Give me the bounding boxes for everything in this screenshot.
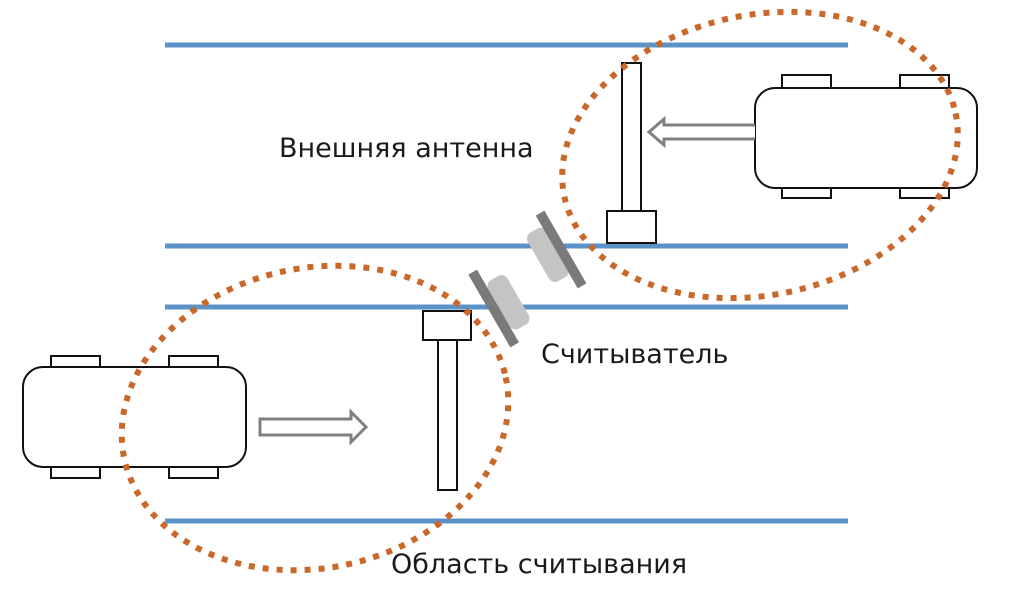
read-zone-bottom (118, 262, 512, 574)
post-base (606, 210, 657, 244)
reader-bottom (468, 269, 530, 348)
post-pole (621, 62, 642, 212)
post-bottom (422, 310, 472, 491)
arrow-right-icon (258, 408, 369, 446)
wheel (781, 74, 832, 89)
reader-panel-dark (535, 210, 587, 289)
read-zone-top (559, 8, 961, 302)
car-body (754, 87, 978, 189)
car-top (754, 74, 978, 199)
label-external-antenna: Внешняя антенна (279, 133, 534, 164)
car-body (22, 366, 247, 468)
post-base (422, 310, 472, 341)
post-top (606, 62, 657, 244)
label-reader: Считыватель (541, 339, 728, 370)
reader-top (526, 210, 587, 289)
reader-panel-light (487, 275, 530, 330)
reader-panel-light (526, 227, 569, 282)
label-read-area: Область считывания (391, 549, 687, 580)
car-bottom (22, 355, 247, 479)
post-pole (437, 339, 458, 491)
arrow-left-icon (646, 115, 755, 149)
reader-panel-dark (468, 269, 519, 348)
